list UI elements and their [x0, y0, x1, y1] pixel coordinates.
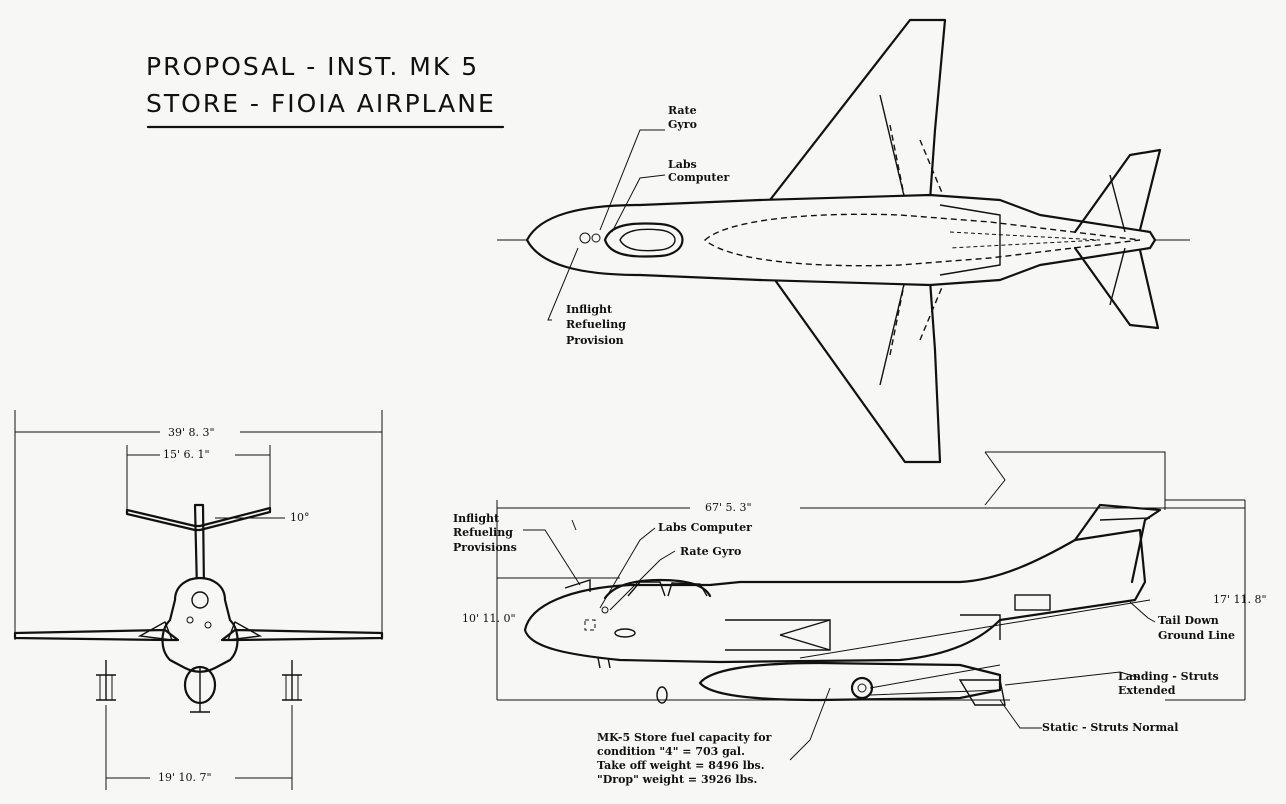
- side-view: [496, 451, 1246, 761]
- front-tailplanes: [125, 506, 272, 532]
- label-side-refueling: Refueling: [453, 526, 513, 539]
- note-line-3: Take off weight = 8496 lbs.: [597, 759, 765, 772]
- fuselage-top: [525, 193, 1157, 287]
- label-side-provisions: Provisions: [453, 541, 517, 554]
- label-side-labs-computer: Labs Computer: [658, 521, 752, 534]
- fuselage-side: [523, 528, 1147, 664]
- label-computer: Computer: [668, 171, 730, 184]
- dim-dihedral: 10°: [290, 511, 310, 524]
- leader-tail-down: [1129, 601, 1156, 623]
- store-side: [698, 661, 1002, 702]
- left-gear: [96, 660, 116, 701]
- dim-span: 39' 8. 3": [168, 426, 215, 439]
- leader-labs-computer: [611, 174, 666, 233]
- label-provision: Provision: [566, 334, 624, 347]
- lower-tailplane: [1073, 246, 1160, 330]
- dim-nose-height: 10' 11. 0": [462, 612, 516, 625]
- front-fuselage: [161, 576, 239, 673]
- label-landing-struts: Landing - Struts: [1118, 670, 1219, 683]
- label-gyro: Gyro: [668, 118, 697, 131]
- dim-length: 67' 5. 3": [705, 501, 752, 514]
- label-rate: Rate: [668, 104, 697, 117]
- label-tail-down: Tail Down: [1158, 614, 1219, 627]
- leader-landing: [1004, 671, 1141, 686]
- leader-static: [999, 699, 1042, 729]
- fin-side: [1073, 503, 1162, 584]
- label-extended: Extended: [1118, 684, 1176, 697]
- title-line-1: PROPOSAL - INST. MK 5: [146, 52, 480, 81]
- upper-tailplane: [1073, 148, 1162, 234]
- label-side-rate-gyro: Rate Gyro: [680, 545, 742, 558]
- label-inflight: Inflight: [566, 303, 613, 316]
- leader-side-inflight: [523, 529, 581, 586]
- label-refueling: Refueling: [566, 318, 626, 331]
- note-line-2: condition "4" = 703 gal.: [597, 745, 745, 758]
- note-line-1: MK-5 Store fuel capacity for: [597, 731, 772, 744]
- label-labs: Labs: [668, 158, 697, 171]
- leader-side-gyro: [609, 550, 676, 611]
- right-gear: [282, 660, 302, 701]
- dim-track: 19' 10. 7": [158, 771, 212, 784]
- label-side-inflight: Inflight: [453, 512, 500, 525]
- front-wings: [13, 628, 180, 642]
- lower-wing: [773, 278, 942, 464]
- leader-inflight: [547, 247, 579, 321]
- label-static: Static - Struts Normal: [1042, 721, 1179, 734]
- top-view: [497, 18, 1190, 464]
- title-line-2: STORE - FIOIA AIRPLANE: [146, 89, 496, 118]
- leader-note: [789, 687, 831, 761]
- upper-wing: [768, 18, 947, 202]
- dim-tail-span: 15' 6. 1": [163, 448, 210, 461]
- dim-height: 17' 11. 8": [1213, 593, 1267, 606]
- leader-side-labs: [599, 527, 656, 609]
- label-ground-line: Ground Line: [1158, 629, 1235, 642]
- front-view: [13, 410, 384, 790]
- canopy-top: [603, 222, 684, 258]
- note-line-4: "Drop" weight = 3926 lbs.: [597, 773, 758, 786]
- store-outline-top: [703, 213, 1141, 267]
- tail-down-line: [799, 599, 1151, 659]
- leader-rate-gyro: [599, 129, 665, 231]
